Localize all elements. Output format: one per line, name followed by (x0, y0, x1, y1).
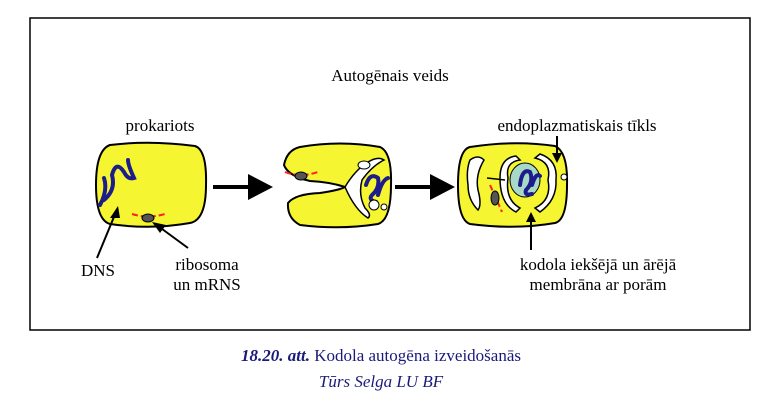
label-membrane-2: membrāna ar porām (530, 275, 667, 294)
label-ribosome-1: ribosoma (175, 255, 239, 274)
dna-strand (364, 174, 390, 204)
arrow-right-icon (395, 174, 455, 200)
label-membrane-1: kodola iekšējā un ārējā (520, 255, 677, 274)
arrow-head-icon (526, 212, 536, 222)
dna-strand (98, 158, 137, 207)
ribosome (141, 213, 155, 223)
prokaryote-cell (94, 141, 208, 228)
label-prokaryote: prokariots (126, 116, 195, 135)
dna-strand (518, 169, 542, 197)
arrow-head-icon (552, 153, 562, 163)
label-ribosome-2: un mRNS (173, 275, 241, 294)
invaginating-cell (282, 142, 393, 229)
figure-caption: 18.20. att. Kodola autogēna izveidošanās (0, 346, 762, 366)
arrow-right-icon (213, 174, 273, 200)
arrow-head-icon (110, 206, 120, 218)
label-dna: DNS (81, 261, 115, 280)
diagram-title: Autogēnais veids (331, 66, 449, 85)
arrow-head-icon (152, 222, 166, 233)
nucleus (509, 162, 541, 198)
ribosome (490, 190, 500, 206)
ribosome (294, 171, 308, 181)
figure-title: Kodola autogēna izveidošanās (314, 346, 521, 365)
figure-author: Tūrs Selga LU BF (318, 372, 444, 391)
figure-number: 18.20. att. (241, 346, 310, 365)
eukaryote-cell (456, 142, 569, 228)
mrna-strand (131, 213, 166, 218)
label-er: endoplazmatiskais tīkls (497, 116, 656, 135)
